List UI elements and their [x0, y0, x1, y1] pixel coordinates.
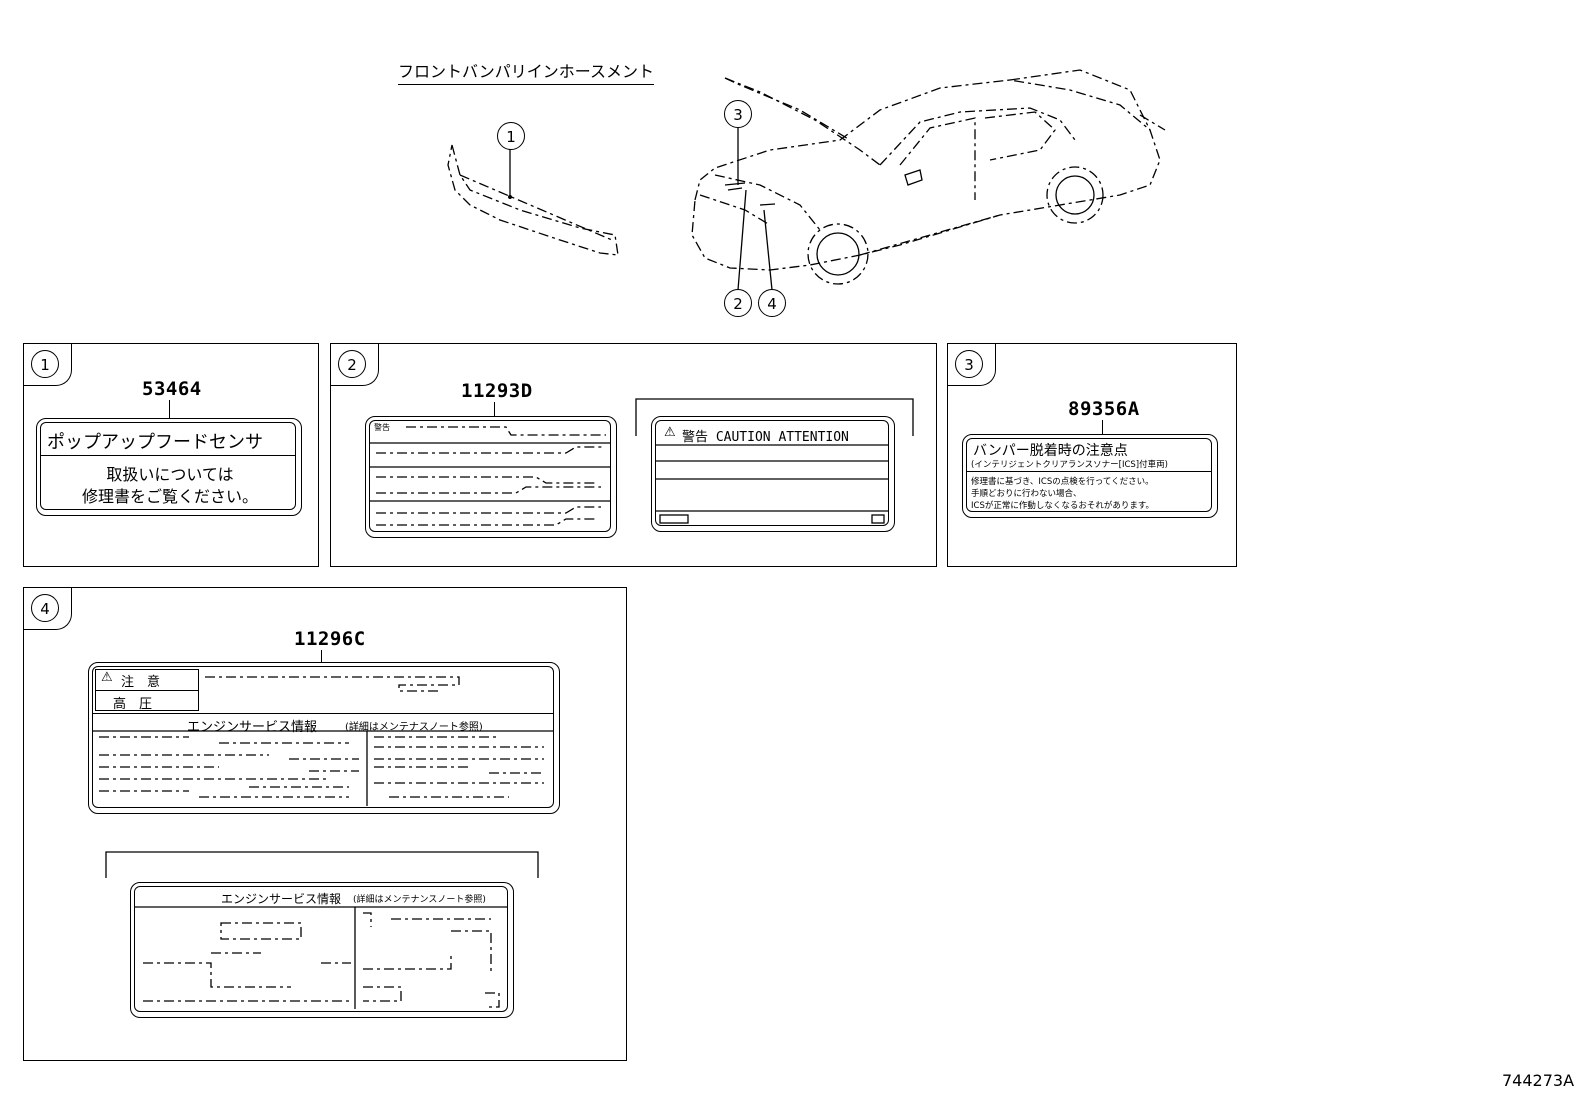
- panel-label-1: 1 53464 ポップアップフードセンサ 取扱いについては 修理書をご覧ください…: [23, 343, 319, 567]
- label-4b-title: エンジンサービス情報: [221, 892, 342, 906]
- label-3-title: バンパー脱着時の注意点: [973, 443, 1128, 459]
- label-1-divider: [40, 455, 296, 456]
- label-3-subtitle: (インテリジェントクリアランスソナー[ICS]付車両): [971, 460, 1168, 470]
- label-4-section-note: (詳細はメンテナスノート参照): [345, 722, 483, 733]
- panel-label-3: 3 89356A バンパー脱着時の注意点 (インテリジェントクリアランスソナー[…: [947, 343, 1237, 567]
- panel-2-badge: 2: [338, 350, 366, 378]
- label-caution-attention: ⚠ 警告 CAUTION ATTENTION: [651, 416, 895, 532]
- warning-icon: ⚠: [101, 670, 113, 685]
- label-1-inner: [40, 422, 296, 510]
- label-bumper-removal-notes: バンパー脱着時の注意点 (インテリジェントクリアランスソナー[ICS]付車両) …: [962, 434, 1218, 518]
- label-3-divider: [966, 471, 1212, 472]
- car-drawing: [691, 69, 1166, 285]
- label-4-caution-divider: [95, 690, 199, 691]
- label-3-line2: 手順どおりに行わない場合、: [971, 489, 1082, 499]
- label-2-title: 警告: [374, 423, 390, 432]
- label-4-inner: [92, 666, 554, 808]
- panel-2-bracket: [635, 398, 914, 436]
- label-2b-inner: [655, 420, 889, 526]
- label-4b-inner: [134, 886, 508, 1012]
- label-3-line1: 修理書に基づき、ICSの点検を行ってください。: [971, 477, 1154, 487]
- label-2-placeholder-lines: [369, 426, 611, 526]
- label-3-line3: ICSが正常に作動しなくなるおそれがあります。: [971, 501, 1154, 511]
- label-4b-note: (詳細はメンテナンスノート参照): [353, 895, 486, 905]
- panel-label-4: 4 11296C ⚠ 注 意 高 圧 エンジンサービス情報 (詳細はメンテナスノ…: [23, 587, 627, 1061]
- header-title: フロントバンパリインホースメント: [398, 58, 655, 85]
- panel-1-leader: [169, 400, 171, 420]
- label-2-inner: [369, 420, 611, 532]
- callout-2: 2: [724, 289, 752, 317]
- panel-4-part-number: 11296C: [294, 628, 366, 650]
- bumper-reinforcement-drawing: [447, 144, 619, 256]
- panel-4-tab: 4: [24, 588, 72, 630]
- label-1-title: ポップアップフードセンサ: [47, 432, 263, 453]
- callout-1: 1: [497, 122, 525, 150]
- panel-4-leader: [321, 650, 323, 664]
- panel-3-tab: 3: [948, 344, 996, 386]
- panel-3-badge: 3: [955, 350, 983, 378]
- panel-2-leader: [494, 402, 496, 418]
- label-3-inner: [966, 438, 1212, 512]
- label-4-caution-row1: 注 意: [121, 675, 161, 690]
- callout-4: 4: [758, 289, 786, 317]
- label-4-placeholder-lines: [92, 676, 554, 806]
- label-1-line1: 取扱いについては: [106, 465, 234, 484]
- label-1-line2: 修理書をご覧ください。: [81, 487, 258, 506]
- label-11296C: ⚠ 注 意 高 圧 エンジンサービス情報 (詳細はメンテナスノート参照): [88, 662, 560, 814]
- panel-3-leader: [1102, 420, 1104, 436]
- label-4-divider: [92, 713, 554, 714]
- label-4-caution-row2: 高 圧: [113, 697, 153, 712]
- label-2b-warning-icon: ⚠: [664, 425, 676, 440]
- panel-3-part-number: 89356A: [1068, 398, 1140, 420]
- figure-code: 744273A: [1502, 1071, 1575, 1090]
- panel-1-tab: 1: [24, 344, 72, 386]
- panel-4-badge: 4: [31, 594, 59, 622]
- panel-2-tab: 2: [331, 344, 379, 386]
- label-4b-placeholder-lines: [134, 906, 508, 1009]
- label-11293D: 警告: [365, 416, 617, 538]
- label-engine-service-info: エンジンサービス情報 (詳細はメンテナンスノート参照): [130, 882, 514, 1018]
- label-popup-hood-sensor: ポップアップフードセンサ 取扱いについては 修理書をご覧ください。: [36, 418, 302, 516]
- panel-1-badge: 1: [31, 350, 59, 378]
- panel-label-2: 2 11293D 警告 ⚠ 警告 CAUTION ATTENTION: [330, 343, 937, 567]
- callout-3: 3: [724, 100, 752, 128]
- panel-2-part-number: 11293D: [461, 380, 533, 402]
- panel-1-part-number: 53464: [142, 378, 202, 400]
- label-2b-rows: [655, 444, 889, 524]
- label-2b-title: 警告 CAUTION ATTENTION: [682, 430, 849, 445]
- panel-4-bracket: [105, 851, 539, 878]
